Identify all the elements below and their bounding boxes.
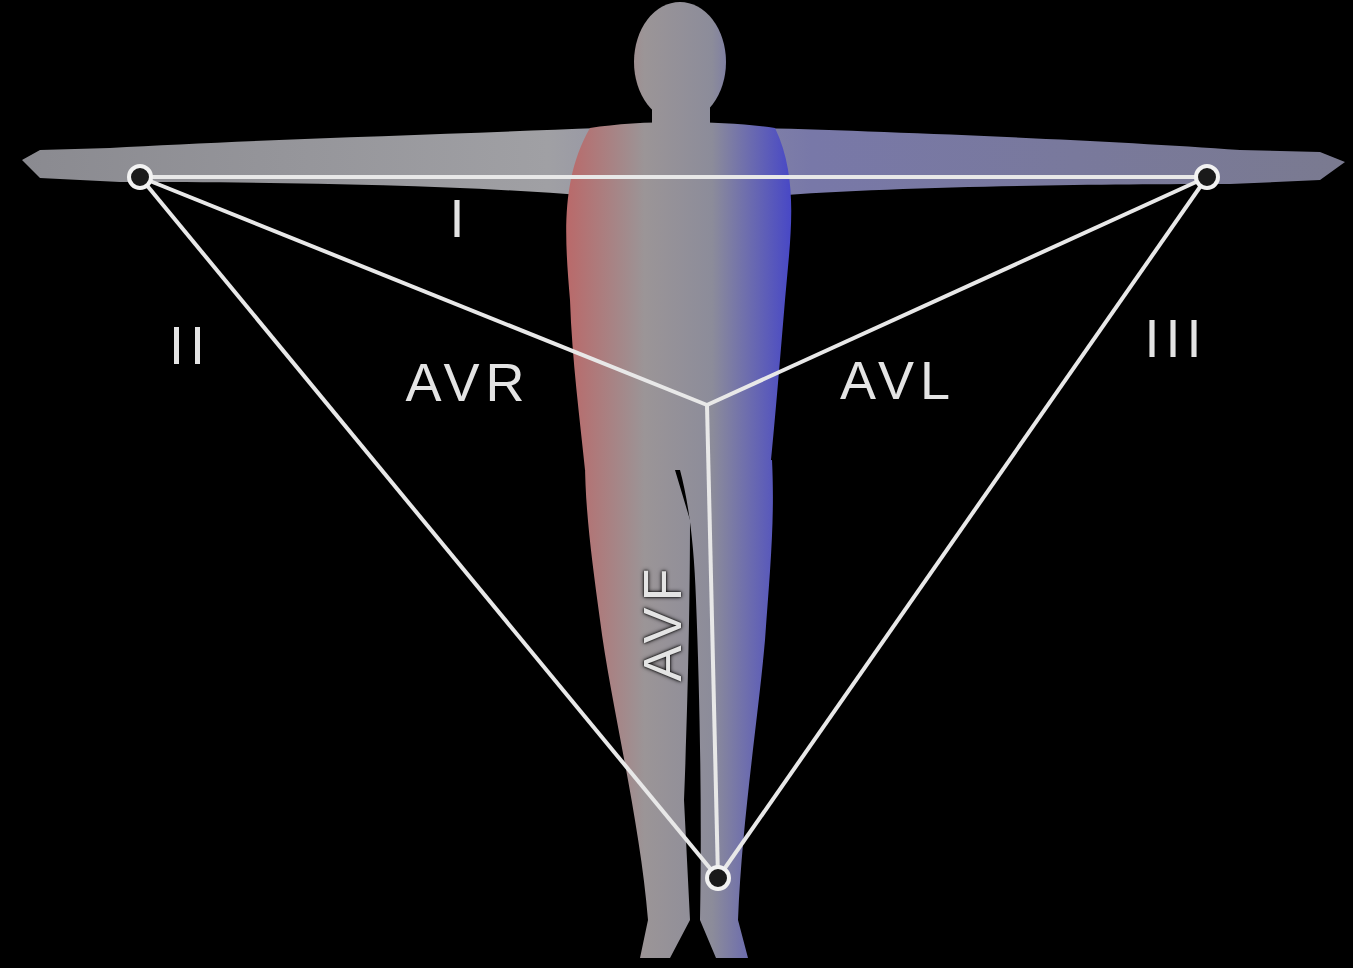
lead-label: AVF: [635, 562, 689, 681]
lead-iii-line: [718, 177, 1207, 878]
right-arm-electrode: [129, 166, 151, 188]
lead-label: III: [1144, 311, 1207, 365]
lead-label: AVL: [840, 353, 956, 407]
left-leg-electrode: [707, 867, 729, 889]
lead-ii-line: [140, 177, 718, 878]
lead-lines: [140, 177, 1207, 878]
electrodes: [129, 166, 1218, 889]
lead-label: II: [169, 318, 211, 372]
lead-label: I: [449, 191, 470, 245]
human-figure: [22, 2, 1345, 958]
lead-i-line: [140, 175, 1207, 179]
left-arm-electrode: [1196, 166, 1218, 188]
avf-line: [707, 405, 718, 878]
lead-label: AVR: [405, 355, 530, 409]
avl-line: [707, 177, 1207, 405]
